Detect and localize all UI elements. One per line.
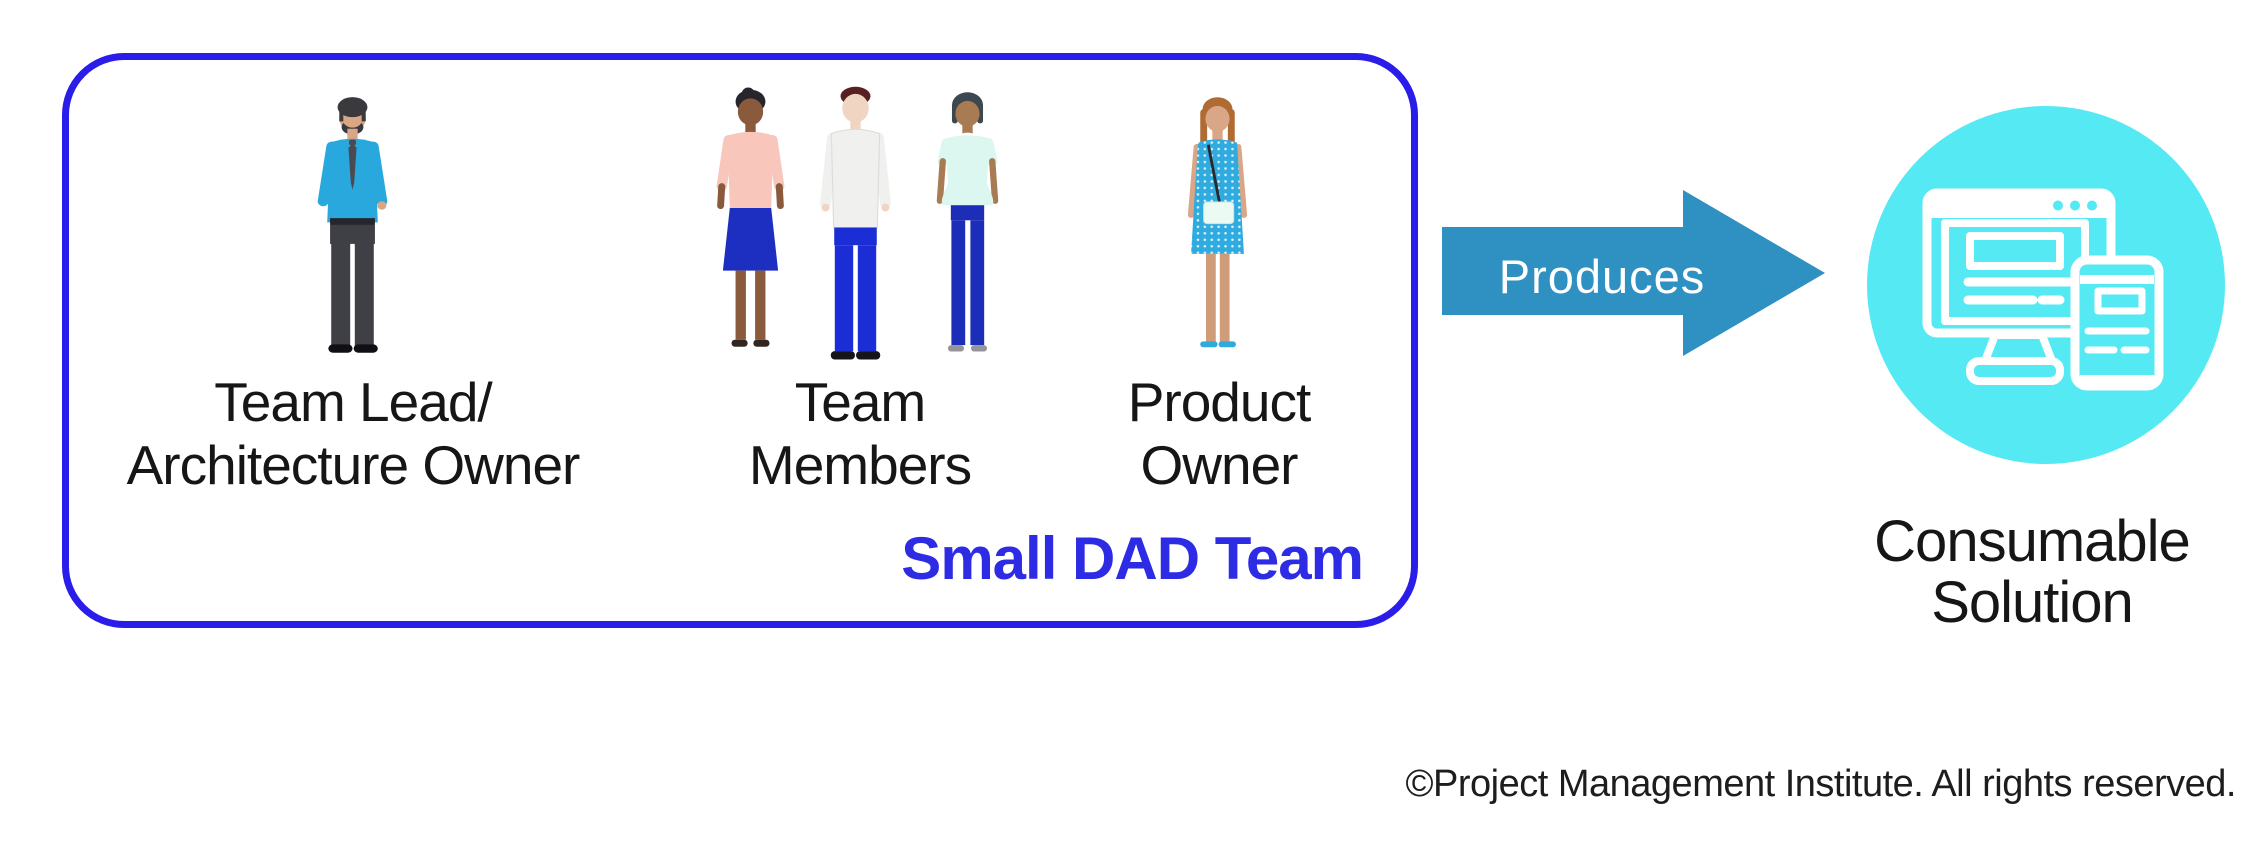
consumable-solution-label: Consumable Solution: [1832, 511, 2232, 633]
small-dad-team-caption: Small DAD Team: [901, 525, 1364, 592]
consumable-solution-circle: [1867, 106, 2225, 464]
produces-arrow-label: Produces: [1498, 250, 1706, 303]
team-member-man-white-shirt-figure: [820, 86, 891, 360]
product-owner-figure: [1187, 97, 1248, 348]
product-owner-label-line1: Product: [1127, 371, 1312, 433]
team-member-woman-pink-top-figure: [716, 87, 785, 347]
consumable-solution-label-line1: Consumable: [1874, 509, 2191, 574]
team-members-label-line2: Members: [748, 434, 972, 496]
consumable-solution-label-line2: Solution: [1931, 570, 2134, 635]
team-member-woman-mint-top-figure: [936, 92, 999, 352]
team-lead-label-line2: Architecture Owner: [126, 434, 581, 496]
team-members-label: Team Members: [560, 371, 1160, 497]
team-lead-label: Team Lead/ Architecture Owner: [53, 371, 653, 497]
team-lead-figure: [317, 97, 388, 353]
produces-arrow: [1442, 190, 1825, 356]
team-lead-label-line1: Team Lead/: [214, 371, 492, 433]
product-owner-label-line2: Owner: [1140, 434, 1299, 496]
team-members-label-line1: Team: [794, 371, 927, 433]
product-owner-label: Product Owner: [919, 371, 1519, 497]
copyright-text: ©Project Management Institute. All right…: [1405, 763, 2237, 805]
desktop-and-mobile-devices-icon: [1922, 188, 2164, 391]
